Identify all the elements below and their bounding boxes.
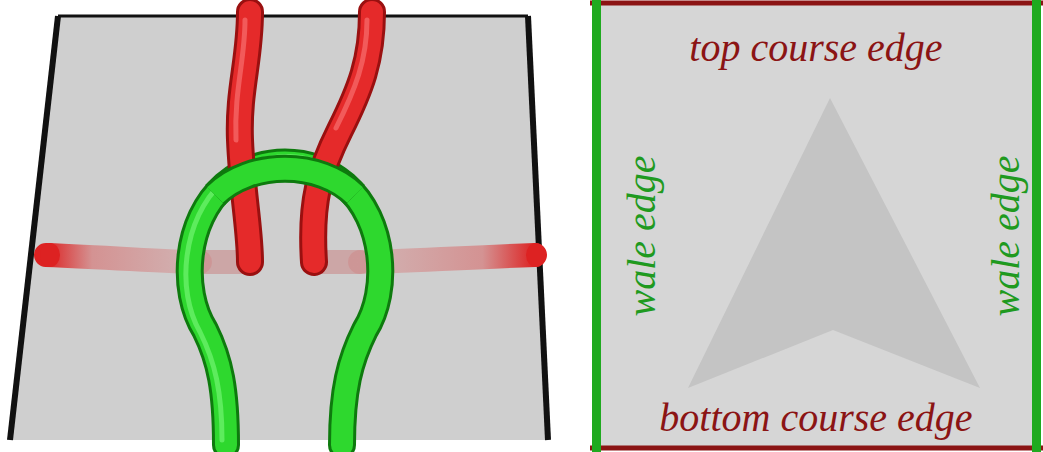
course-edge-label: bottom course edge xyxy=(659,398,972,438)
edge-labelled-square: top course edge wale edge wale edge bottom … xyxy=(590,0,1043,452)
course-yarn-behind xyxy=(40,243,546,267)
course-yarn-front xyxy=(236,12,372,262)
loop-top-over xyxy=(215,169,355,195)
course-edge-label: top course edge xyxy=(689,28,942,68)
wale-loop xyxy=(186,156,380,445)
direction-arrow xyxy=(688,98,980,388)
wale-edge-label: wale edge xyxy=(622,155,662,316)
wale-edge-label: wale edge xyxy=(986,155,1026,316)
fabric-sheet xyxy=(10,16,548,440)
